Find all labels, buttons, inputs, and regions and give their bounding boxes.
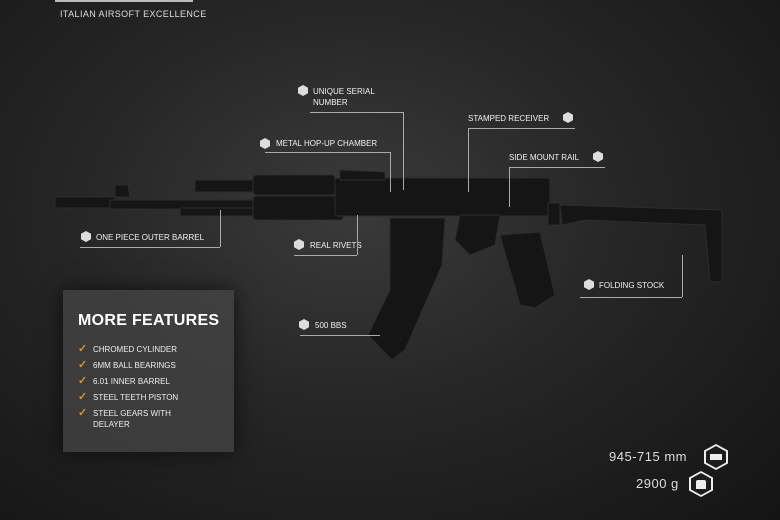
hexagon-bullet-icon: [299, 319, 309, 330]
callout-real-rivets: REAL RIVETS: [310, 241, 362, 250]
callout-serial-number: UNIQUE SERIAL NUMBER: [313, 87, 375, 107]
feature-item: ✓STEEL TEETH PISTON: [78, 391, 179, 403]
hexagon-bullet-icon: [563, 112, 573, 123]
hexagon-bullet-icon: [593, 151, 603, 162]
hexagon-bullet-icon: [81, 231, 91, 242]
length-spec: 945-715 mm: [609, 449, 687, 464]
weight-icon: [689, 471, 713, 497]
callout-outer-barrel: ONE PIECE OUTER BARREL: [96, 233, 205, 242]
top-bar: [55, 0, 193, 2]
feature-item: ✓STEEL GEARS WITH DELAYER: [78, 407, 171, 430]
hexagon-bullet-icon: [584, 279, 594, 290]
feature-item: ✓CHROMED CYLINDER: [78, 343, 178, 355]
weight-spec: 2900 g: [636, 476, 679, 491]
tagline: ITALIAN AIRSOFT EXCELLENCE: [60, 9, 207, 19]
callout-stamped-receiver: STAMPED RECEIVER: [468, 114, 550, 123]
check-icon: ✓: [78, 391, 88, 403]
more-features-panel: MORE FEATURES ✓CHROMED CYLINDER ✓6MM BAL…: [63, 290, 234, 452]
check-icon: ✓: [78, 359, 88, 371]
check-icon: ✓: [78, 343, 88, 355]
hexagon-bullet-icon: [260, 138, 270, 149]
hexagon-bullet-icon: [298, 85, 308, 96]
callout-side-mount-rail: SIDE MOUNT RAIL: [509, 153, 580, 162]
ruler-icon: [704, 444, 728, 470]
callout-500-bbs: 500 BBS: [315, 321, 347, 330]
callout-folding-stock: FOLDING STOCK: [599, 281, 665, 290]
hexagon-bullet-icon: [294, 239, 304, 250]
callout-hopup-chamber: METAL HOP-UP CHAMBER: [276, 139, 378, 148]
features-title: MORE FEATURES: [78, 312, 220, 329]
check-icon: ✓: [78, 407, 88, 419]
check-icon: ✓: [78, 375, 88, 387]
feature-item: ✓6.01 INNER BARREL: [78, 375, 170, 387]
feature-item: ✓6MM BALL BEARINGS: [78, 359, 176, 371]
